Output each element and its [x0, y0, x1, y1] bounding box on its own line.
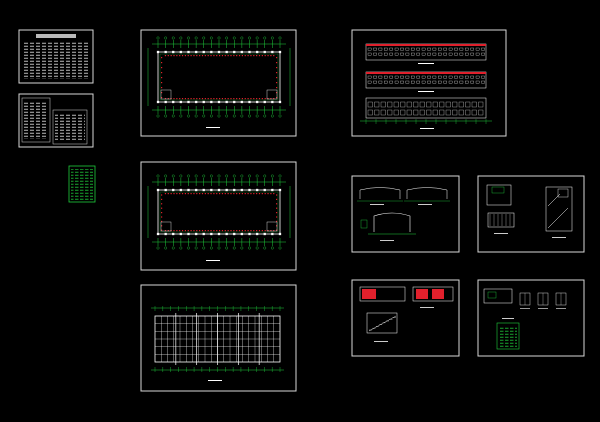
sheet-second-floor-plan	[140, 161, 297, 271]
sheet-toilet-details	[351, 279, 460, 357]
sheet-first-floor-plan	[140, 29, 297, 137]
sheet-title-table	[68, 165, 96, 203]
sheet-elevations	[351, 29, 507, 137]
sheet-stair-details	[477, 175, 585, 253]
sheet-node-details	[477, 279, 585, 357]
sheet-side-elevations	[351, 175, 460, 253]
sheet-door-window-schedule	[18, 93, 94, 148]
sheet-roof-plan	[140, 284, 297, 392]
sheet-design-notes	[18, 29, 94, 84]
